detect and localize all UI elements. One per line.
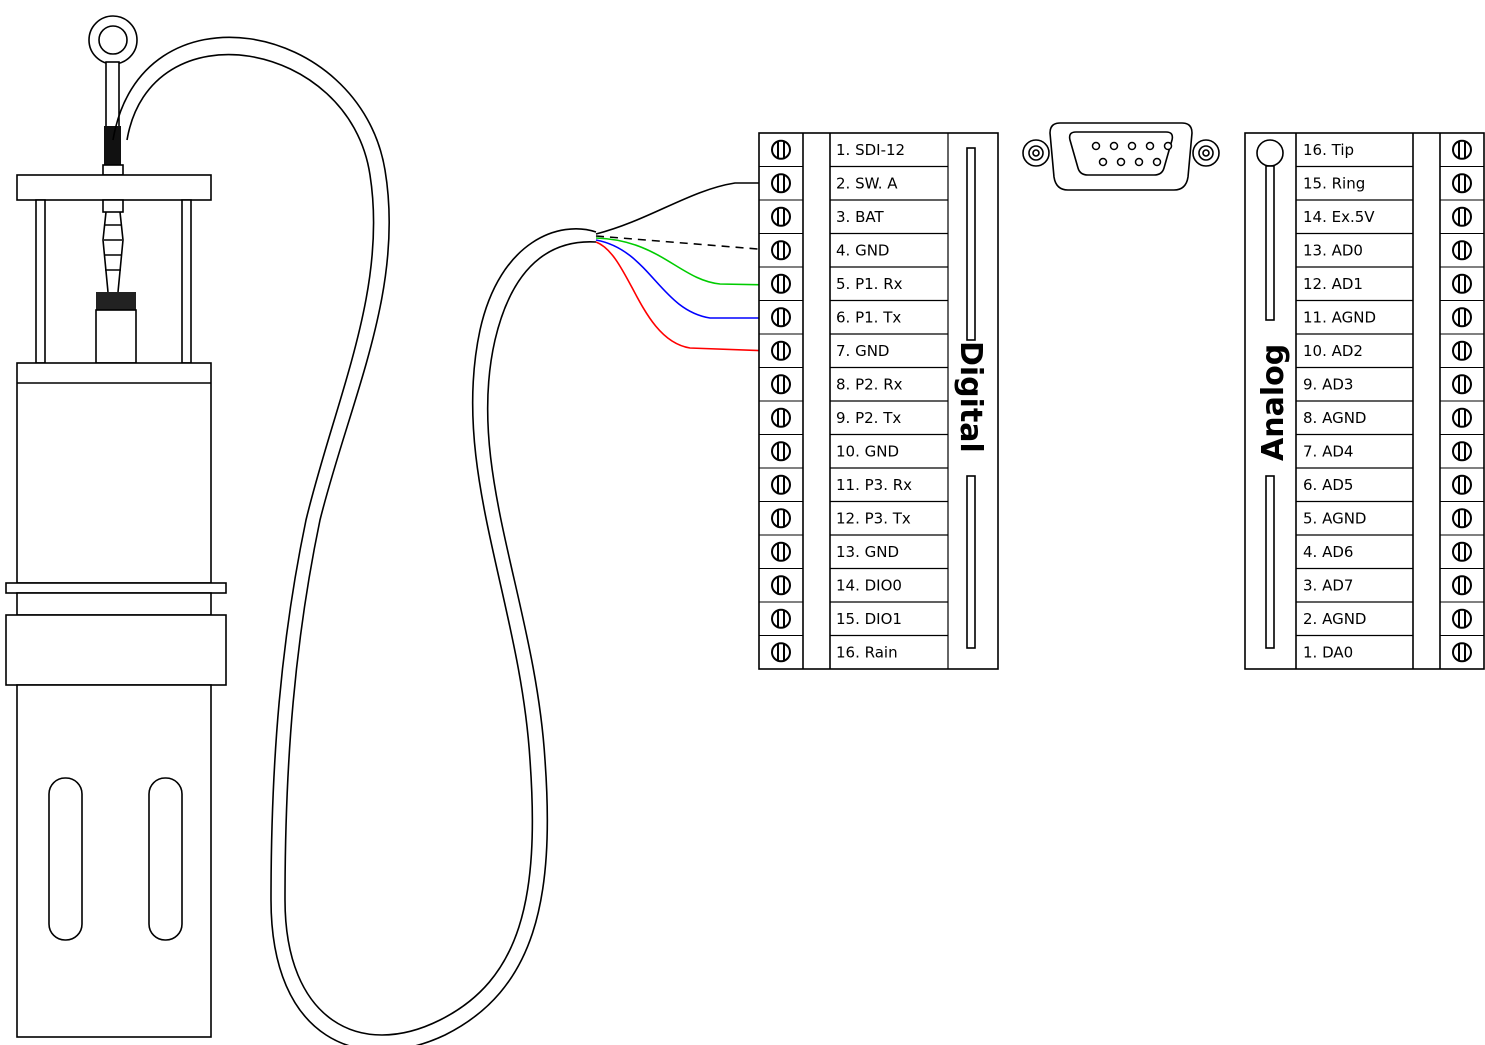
db9-pin	[1145, 141, 1155, 151]
digital-pin-label: 9. P2. Tx	[836, 409, 901, 427]
hanging-ring	[88, 15, 138, 65]
terminal-screw-icon[interactable]	[1452, 642, 1472, 663]
analog-pin-label: 4. AD6	[1303, 543, 1353, 561]
digital-pin-label: 12. P3. Tx	[836, 509, 911, 527]
terminal-screw-icon[interactable]	[1452, 474, 1472, 495]
terminal-screw-icon[interactable]	[771, 441, 791, 462]
terminal-screw-icon[interactable]	[1452, 608, 1472, 629]
db9-pin	[1134, 157, 1144, 167]
digital-pin-label: 11. P3. Rx	[836, 476, 912, 494]
terminal-screw-icon[interactable]	[771, 240, 791, 261]
terminal-screw-icon[interactable]	[771, 340, 791, 361]
terminal-screw-icon[interactable]	[1452, 575, 1472, 596]
wire-black-dashed	[595, 235, 771, 251]
analog-pin-label: 10. AD2	[1303, 342, 1363, 360]
terminal-screw-icon[interactable]	[771, 139, 791, 160]
terminal-screw-icon[interactable]	[771, 508, 791, 529]
terminal-screw-icon[interactable]	[1452, 240, 1472, 261]
digital-pin-label: 3. BAT	[836, 208, 884, 226]
digital-pin-label: 8. P2. Rx	[836, 375, 903, 393]
terminal-screw-icon[interactable]	[1452, 173, 1472, 194]
probe-slot	[148, 777, 183, 941]
analog-pin-label: 11. AGND	[1303, 308, 1376, 326]
digital-terminal-block: 1. SDI-12 2. SW. A 3. BAT 4. GND 5. P1. Rx 6.…	[758, 132, 999, 670]
terminal-screw-icon[interactable]	[1452, 508, 1472, 529]
terminal-screw-icon[interactable]	[1452, 374, 1472, 395]
sensor-head-band	[96, 292, 136, 310]
sensor-probe	[5, 15, 227, 1038]
terminal-screw-icon[interactable]	[1452, 407, 1472, 428]
wire-blue	[595, 239, 770, 319]
cable	[112, 36, 597, 1045]
analog-pin-label: 6. AD5	[1303, 476, 1353, 494]
analog-pin-label: 7. AD4	[1303, 442, 1353, 460]
db9-pin	[1127, 141, 1137, 151]
analog-pin-label: 3. AD7	[1303, 576, 1353, 594]
digital-pin-label: 15. DIO1	[836, 610, 902, 628]
analog-pin-label: 2. AGND	[1303, 610, 1366, 628]
digital-pin-label: 6. P1. Tx	[836, 308, 901, 326]
terminal-screw-icon[interactable]	[1452, 441, 1472, 462]
digital-pin-label: 10. GND	[836, 442, 899, 460]
analog-indicator-knob	[1256, 139, 1284, 167]
digital-pin-label: 4. GND	[836, 241, 889, 259]
analog-pin-label: 12. AD1	[1303, 275, 1363, 293]
top-plate	[16, 174, 212, 201]
analog-pin-label: 15. Ring	[1303, 174, 1365, 192]
analog-pin-label: 13. AD0	[1303, 241, 1363, 259]
digital-pin-label: 5. P1. Rx	[836, 275, 903, 293]
db9-pin	[1163, 141, 1173, 151]
terminal-screw-icon[interactable]	[771, 173, 791, 194]
analog-pin-label: 16. Tip	[1303, 141, 1354, 159]
analog-pin-label: 9. AD3	[1303, 375, 1353, 393]
terminal-screw-icon[interactable]	[1452, 206, 1472, 227]
db9-serial-connector	[1022, 122, 1220, 191]
digital-pin-label: 16. Rain	[836, 643, 898, 661]
digital-title: Digital	[953, 341, 988, 453]
terminal-screw-icon[interactable]	[1452, 307, 1472, 328]
terminal-screw-icon[interactable]	[1452, 139, 1472, 160]
cable-gland	[104, 126, 121, 170]
terminal-screw-icon[interactable]	[771, 273, 791, 294]
db9-pin	[1152, 157, 1162, 167]
analog-pin-label: 1. DA0	[1303, 643, 1353, 661]
analog-title: Analog	[1256, 344, 1291, 461]
terminal-screw-icon[interactable]	[771, 541, 791, 562]
analog-pin-label: 14. Ex.5V	[1303, 208, 1375, 226]
analog-terminal-block: 16. Tip 15. Ring 14. Ex.5V 13. AD0 12. AD1 11…	[1244, 132, 1485, 670]
terminal-screw-icon[interactable]	[771, 575, 791, 596]
probe-slot	[48, 777, 83, 941]
wire-green	[595, 237, 771, 286]
digital-pin-label: 2. SW. A	[836, 174, 898, 192]
db9-pin	[1109, 141, 1119, 151]
digital-pin-label: 13. GND	[836, 543, 899, 561]
terminal-screw-icon[interactable]	[1452, 340, 1472, 361]
terminal-screw-icon[interactable]	[771, 206, 791, 227]
terminal-screw-icon[interactable]	[771, 407, 791, 428]
analog-pin-label: 5. AGND	[1303, 509, 1366, 527]
terminal-screw-icon[interactable]	[771, 608, 791, 629]
wire-black	[595, 182, 770, 235]
terminal-screw-icon[interactable]	[771, 474, 791, 495]
wire-red	[595, 241, 771, 352]
terminal-screw-icon[interactable]	[771, 374, 791, 395]
terminal-screw-icon[interactable]	[771, 642, 791, 663]
digital-pin-label: 7. GND	[836, 342, 889, 360]
probe-body	[16, 362, 212, 584]
terminal-screw-icon[interactable]	[1452, 273, 1472, 294]
analog-pin-label: 8. AGND	[1303, 409, 1366, 427]
wires	[595, 182, 771, 352]
terminal-screw-icon[interactable]	[771, 307, 791, 328]
terminal-screw-icon[interactable]	[1452, 541, 1472, 562]
digital-pin-label: 14. DIO0	[836, 576, 902, 594]
digital-pin-label: 1. SDI-12	[836, 141, 905, 159]
db9-pin	[1098, 157, 1108, 167]
db9-pin	[1116, 157, 1126, 167]
db9-pin	[1091, 141, 1101, 151]
